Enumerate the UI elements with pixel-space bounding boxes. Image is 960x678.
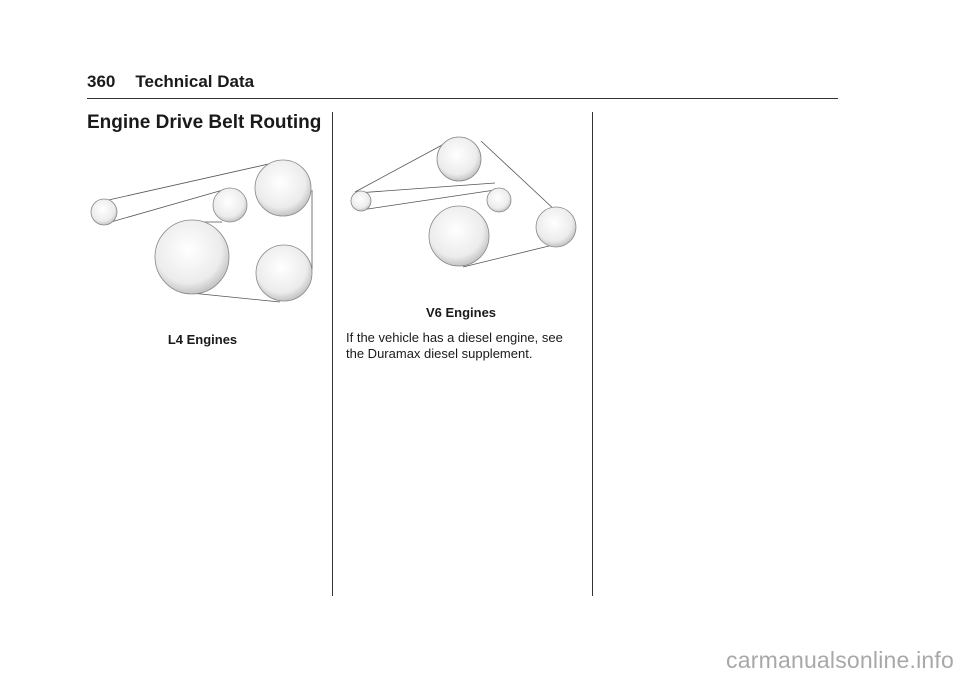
section-title: Engine Drive Belt Routing <box>87 112 322 133</box>
column-divider-right <box>592 112 593 596</box>
v6-pulley-upper <box>436 136 482 182</box>
page-number: 360 <box>87 72 116 91</box>
l4-belt-diagram <box>90 159 313 303</box>
v6-pulley-crankshaft <box>428 205 490 267</box>
page-header: 360 Technical Data <box>87 72 254 92</box>
header-rule <box>87 98 838 99</box>
l4-caption: L4 Engines <box>167 332 238 347</box>
v6-belt <box>354 136 558 268</box>
v6-pulley-right <box>535 206 577 248</box>
l4-belt <box>103 160 313 303</box>
l4-pulley-crankshaft <box>154 219 230 295</box>
watermark: carmanualsonline.info <box>726 647 954 673</box>
l4-pulley-upper <box>254 159 312 217</box>
v6-caption: V6 Engines <box>425 305 497 320</box>
v6-pulley-tensioner <box>486 187 512 213</box>
section-name: Technical Data <box>135 72 255 91</box>
v6-pulley-idler <box>350 190 372 212</box>
column-divider-left <box>332 112 333 596</box>
body-paragraph: If the vehicle has a diesel engine, see … <box>346 330 563 361</box>
l4-pulley-tensioner <box>212 187 248 223</box>
l4-pulley-idler <box>90 198 118 226</box>
v6-belt-diagram <box>350 136 577 268</box>
l4-pulley-lower <box>255 244 313 302</box>
